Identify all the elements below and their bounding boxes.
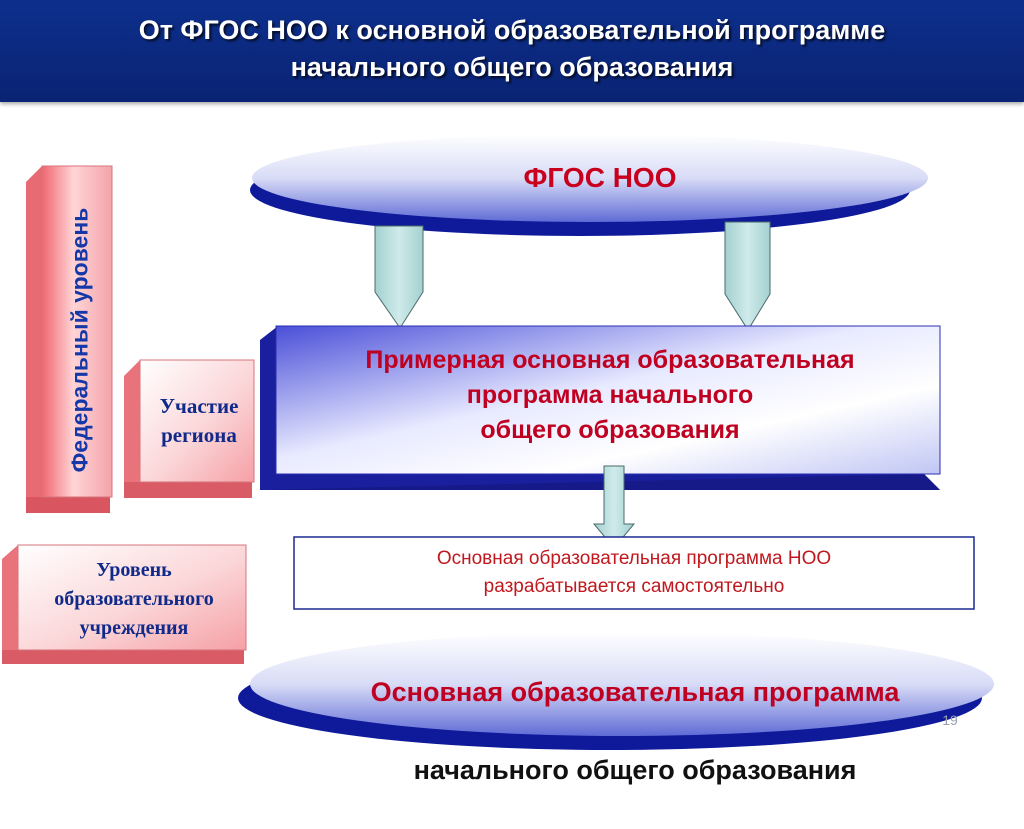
school-level-label: Уровень образовательного учреждения xyxy=(54,559,214,639)
header-bar: От ФГОС НОО к основной образовательной п… xyxy=(0,0,1024,102)
region-participation-box xyxy=(124,359,255,498)
region-participation-label: Участие региона xyxy=(159,394,239,447)
fgos-ellipse xyxy=(250,134,928,236)
primer-program-box xyxy=(260,325,941,490)
arrow-down-right-icon xyxy=(724,221,771,331)
oop-note-box xyxy=(293,536,975,610)
slide-title: От ФГОС НОО к основной образовательной п… xyxy=(138,15,886,82)
page-number: 19 xyxy=(942,712,958,728)
federal-level-box xyxy=(26,165,113,513)
bottom-ellipse-label: Основная образовательная программа начал… xyxy=(250,634,1020,829)
bottom-label-line2: начального общего образования xyxy=(413,755,857,785)
school-level-box xyxy=(2,544,247,664)
bottom-label-line1: Основная образовательная программа xyxy=(370,677,900,707)
federal-level-label: Федеральный уровень xyxy=(66,207,93,473)
bottom-ellipse xyxy=(238,632,994,750)
diagram-canvas xyxy=(2,134,994,750)
arrow-down-left-icon xyxy=(374,225,424,329)
fgos-label: ФГОС НОО xyxy=(523,162,677,193)
oop-note-label: Основная образовательная программа НОО р… xyxy=(436,548,832,597)
arrow-down-center-icon xyxy=(592,465,636,549)
primer-program-label: Примерная основная образовательная прогр… xyxy=(365,346,855,444)
federal-level-label-wrap: Федеральный уровень xyxy=(40,195,120,485)
